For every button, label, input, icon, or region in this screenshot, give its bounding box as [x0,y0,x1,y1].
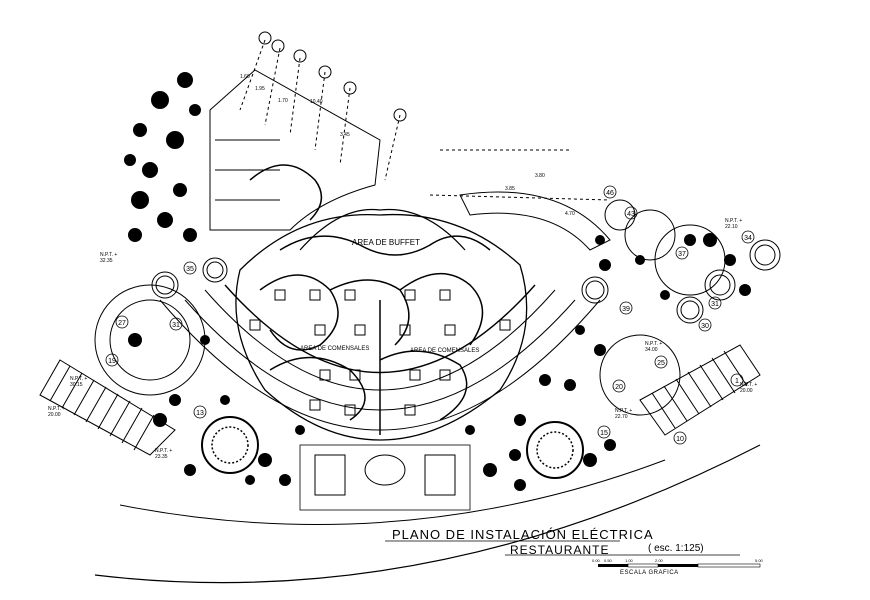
bubble-label: 25 [657,360,665,367]
left-stair [39,359,176,456]
bubble-label: 34 [744,235,752,242]
bubble-label: 20 [615,384,623,391]
svg-text:22.70: 22.70 [615,414,628,420]
bubble-label: 31 [711,301,719,308]
svg-text:N.P.T. +: N.P.T. + [740,382,757,388]
scale-bar-caption: ESCALA GRAFICA [620,570,679,576]
right-upper-section [459,191,611,251]
bubble-label: 35 [186,266,194,273]
kitchen-block [209,69,381,231]
svg-text:32.35: 32.35 [100,258,113,264]
area-label-dining-right: AREA DE COMENSALES [410,348,479,354]
svg-text:3.45: 3.45 [340,132,350,138]
bubble-label: 46 [606,190,614,197]
drawing-scale: ( esc. 1:125) [648,543,704,554]
drawing-subtitle: RESTAURANTE [510,543,610,557]
svg-text:N.P.T. +: N.P.T. + [155,448,172,454]
svg-text:30.15: 30.15 [70,382,83,388]
area-label-dining-left: AREA DE COMENSALES [300,346,369,352]
svg-text:1.60: 1.60 [240,74,250,80]
bubble-label: 30 [701,323,709,330]
area-label-buffet: AREA DE BUFFET [352,238,420,247]
bubble-label: 1 [735,378,739,385]
svg-text:1.70: 1.70 [278,98,288,104]
dining-tables [249,289,511,416]
buffet-area [299,208,466,251]
entry-fountain [364,454,406,486]
right-stair [639,344,761,436]
level-tags: N.P.T. + 32.35 N.P.T. + 30.15 N.P.T. + 2… [48,218,757,460]
large-tree-right [526,421,584,479]
svg-text:1.00: 1.00 [625,558,634,563]
svg-text:20.00: 20.00 [740,388,753,394]
entry-planter-left [314,454,346,496]
drawing-title: PLANO DE INSTALACIÓN ELÉCTRICA [392,527,654,542]
svg-text:4.70: 4.70 [565,211,575,217]
svg-text:10.40: 10.40 [310,99,323,105]
svg-text:3.80: 3.80 [535,173,545,179]
site-inner-arc [119,459,666,525]
svg-text:N.P.T. +: N.P.T. + [100,252,117,258]
svg-text:N.P.T. +: N.P.T. + [645,341,662,347]
scale-bar: 0.00 0.50 1.00 2.00 5.00 [592,558,764,568]
svg-text:34.00: 34.00 [645,347,658,353]
dimension-labels: 1.60 1.95 1.70 10.40 3.45 3.80 3.85 4.70 [240,74,575,217]
title-block: PLANO DE INSTALACIÓN ELÉCTRICA RESTAURAN… [380,523,760,593]
svg-text:0.00: 0.00 [592,558,601,563]
kiosk-circle [624,209,676,261]
axis-lines [239,39,611,201]
bubble-label: 27 [118,320,126,327]
right-wing [599,334,681,416]
dining-floor-outline [235,213,528,441]
svg-text:0.50: 0.50 [604,558,613,563]
svg-text:20.00: 20.00 [48,412,61,418]
svg-text:2.00: 2.00 [655,558,664,563]
svg-text:22.10: 22.10 [725,224,738,230]
svg-text:N.P.T. +: N.P.T. + [48,406,65,412]
circuit-wiring [249,164,491,435]
bubble-label: 37 [678,251,686,258]
bubble-label: 31 [172,322,180,329]
large-tree-left [201,416,259,474]
numbered-bubbles [105,185,755,445]
left-wing [94,284,206,396]
bubble-label: 43 [627,211,635,218]
svg-text:N.P.T. +: N.P.T. + [615,408,632,414]
vegetation [124,72,751,491]
svg-text:1.95: 1.95 [255,86,265,92]
svg-text:23.35: 23.35 [155,454,168,460]
entry-planter-right [424,454,456,496]
svg-text:3.85: 3.85 [505,186,515,192]
bubble-label: 10 [676,436,684,443]
svg-text:5.00: 5.00 [755,558,764,563]
bubble-label: 39 [622,306,630,313]
site-outer-arc [94,444,761,584]
svg-text:N.P.T. +: N.P.T. + [70,376,87,382]
svg-text:N.P.T. +: N.P.T. + [725,218,742,224]
bubble-label: 13 [196,410,204,417]
bubble-label: 19 [108,358,116,365]
bubble-label: 15 [600,430,608,437]
